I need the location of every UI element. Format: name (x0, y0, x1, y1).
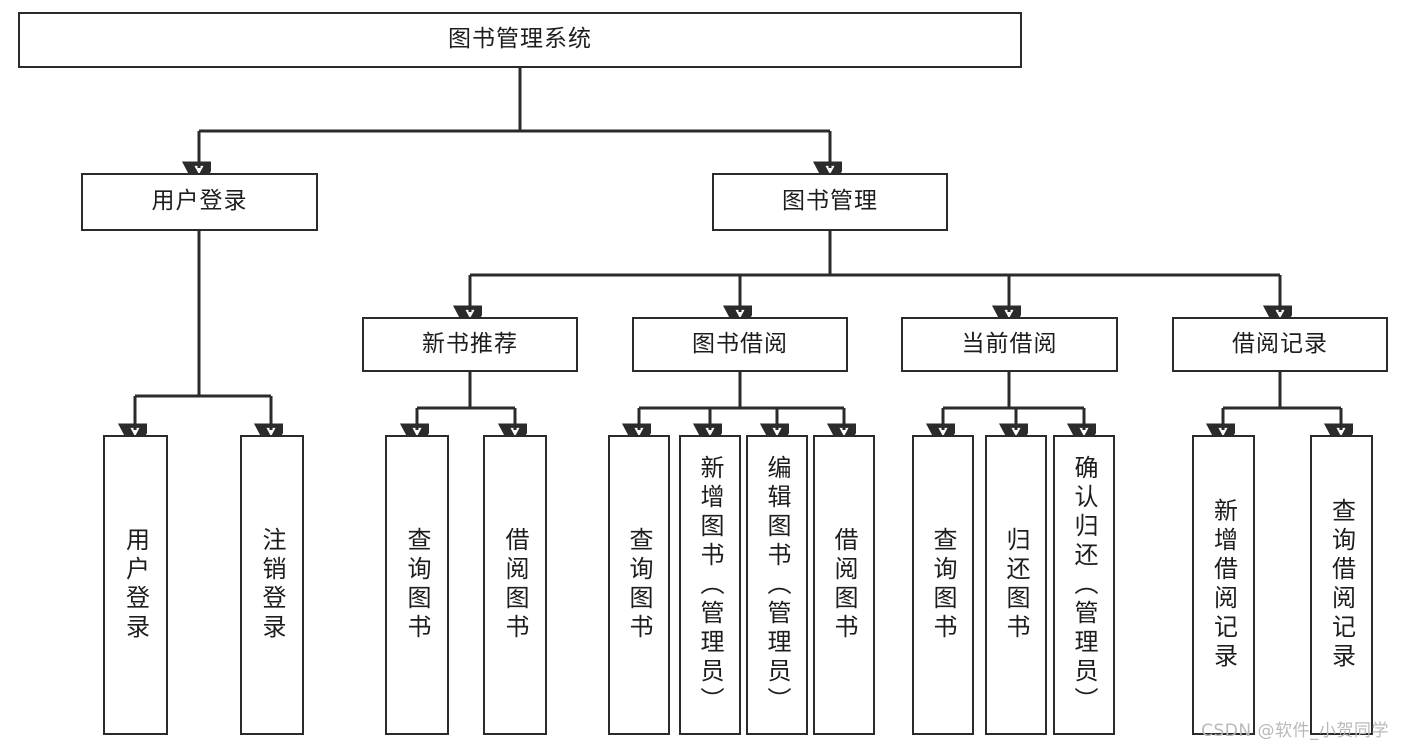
node-leaf-query-book-3-label: 查询图书 (929, 527, 957, 643)
node-leaf-user-logout[interactable]: 注销登录 (240, 435, 304, 735)
csdn-watermark: CSDN @软件_小贺同学 (1201, 721, 1389, 741)
node-book-borrow[interactable]: 图书借阅 (632, 317, 848, 372)
node-root[interactable]: 图书管理系统 (18, 12, 1022, 68)
node-leaf-edit-book-label: 编辑图书（管理员） (763, 454, 791, 716)
node-leaf-borrow-book-1-label: 借阅图书 (501, 527, 529, 643)
node-current-borrow[interactable]: 当前借阅 (901, 317, 1118, 372)
node-leaf-borrow-book-2[interactable]: 借阅图书 (813, 435, 875, 735)
node-leaf-edit-book[interactable]: 编辑图书（管理员） (746, 435, 808, 735)
node-leaf-add-record[interactable]: 新增借阅记录 (1192, 435, 1255, 735)
node-leaf-query-book-1-label: 查询图书 (403, 527, 431, 643)
node-leaf-query-record-label: 查询借阅记录 (1327, 498, 1356, 672)
node-book-manage[interactable]: 图书管理 (712, 173, 948, 231)
node-leaf-query-record[interactable]: 查询借阅记录 (1310, 435, 1373, 735)
node-user-login-label: 用户登录 (151, 188, 248, 215)
node-leaf-add-book[interactable]: 新增图书（管理员） (679, 435, 741, 735)
node-leaf-confirm-return[interactable]: 确认归还（管理员） (1053, 435, 1115, 735)
node-leaf-borrow-book-2-label: 借阅图书 (830, 527, 858, 643)
node-leaf-borrow-book-1[interactable]: 借阅图书 (483, 435, 547, 735)
node-new-book-rec[interactable]: 新书推荐 (362, 317, 578, 372)
node-leaf-return-book-label: 归还图书 (1002, 527, 1030, 643)
node-borrow-record[interactable]: 借阅记录 (1172, 317, 1388, 372)
node-leaf-add-record-label: 新增借阅记录 (1209, 498, 1238, 672)
node-borrow-record-label: 借阅记录 (1232, 330, 1328, 357)
node-leaf-user-login[interactable]: 用户登录 (103, 435, 168, 735)
node-leaf-query-book-3[interactable]: 查询图书 (912, 435, 974, 735)
node-leaf-query-book-2-label: 查询图书 (625, 527, 653, 643)
node-root-label: 图书管理系统 (448, 26, 592, 53)
node-leaf-user-login-label: 用户登录 (121, 527, 150, 643)
node-current-borrow-label: 当前借阅 (961, 330, 1058, 357)
node-user-login[interactable]: 用户登录 (81, 173, 318, 231)
node-leaf-add-book-label: 新增图书（管理员） (696, 454, 724, 716)
node-book-borrow-label: 图书借阅 (692, 330, 788, 357)
node-new-book-rec-label: 新书推荐 (422, 330, 518, 357)
node-book-manage-label: 图书管理 (782, 188, 878, 215)
node-leaf-query-book-1[interactable]: 查询图书 (385, 435, 449, 735)
node-leaf-confirm-return-label: 确认归还（管理员） (1070, 454, 1098, 716)
node-leaf-query-book-2[interactable]: 查询图书 (608, 435, 670, 735)
node-leaf-user-logout-label: 注销登录 (258, 527, 286, 643)
node-leaf-return-book[interactable]: 归还图书 (985, 435, 1047, 735)
